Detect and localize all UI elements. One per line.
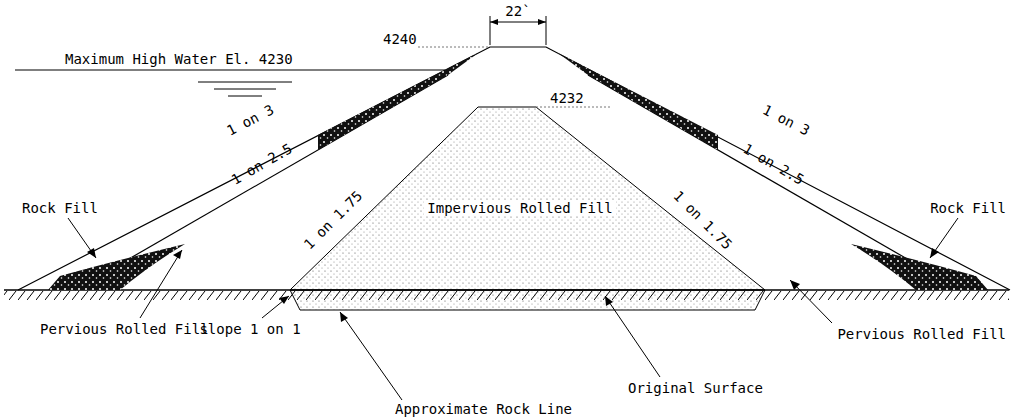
elevation-label: 4240 [383,31,417,47]
water-level-label: Maximum High Water El. 4230 [65,51,293,67]
note-label: Original Surface [628,380,763,396]
zone-label: Rock Fill [930,200,1006,216]
zone-label: Rock Fill [22,200,98,216]
zone-label: Pervious Rolled Fill [40,321,209,337]
slope-label: 1 on 3 [760,101,812,138]
slope-label: 1 on 2.5 [229,140,295,188]
note-label: Approximate Rock Line [395,401,572,417]
zone-label: Pervious Rolled Fill [837,326,1006,342]
slope-label: 1 on 2.5 [741,140,807,188]
note-label: slope 1 on 1 [199,321,300,337]
dimension-label: 22` [505,3,530,19]
slope-label: 1 on 3 [224,101,276,138]
zone-label: Impervious Rolled Fill [424,200,615,216]
elevation-label: 4232 [550,90,584,106]
